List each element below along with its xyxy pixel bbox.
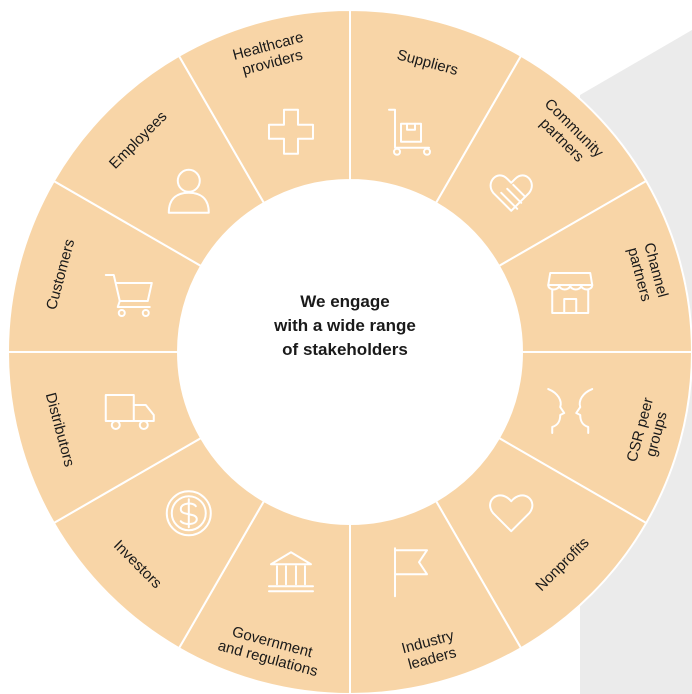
dollar-icon	[165, 490, 212, 537]
truck-icon	[104, 394, 155, 431]
cart-dolly-icon	[388, 108, 432, 156]
segments-group: SuppliersCommunitypartnersChannelpartner…	[6, 8, 692, 694]
storefront-icon	[547, 271, 594, 314]
flag-icon	[394, 547, 429, 598]
heart-hand-icon	[489, 174, 533, 212]
center-title: We engage with a wide range of stakehold…	[220, 290, 470, 362]
medical-cross-icon	[267, 108, 314, 155]
faces-icon	[547, 388, 594, 435]
center-title-line-3: of stakeholders	[282, 340, 408, 359]
shopping-cart-icon	[104, 273, 153, 317]
person-icon	[167, 168, 210, 214]
government-building-icon	[267, 551, 314, 593]
heart-icon	[489, 494, 534, 533]
center-hub	[178, 180, 522, 524]
segment-suppliers: Suppliers	[349, 8, 523, 205]
center-title-line-1: We engage	[300, 292, 390, 311]
center-title-line-2: with a wide range	[274, 316, 416, 335]
